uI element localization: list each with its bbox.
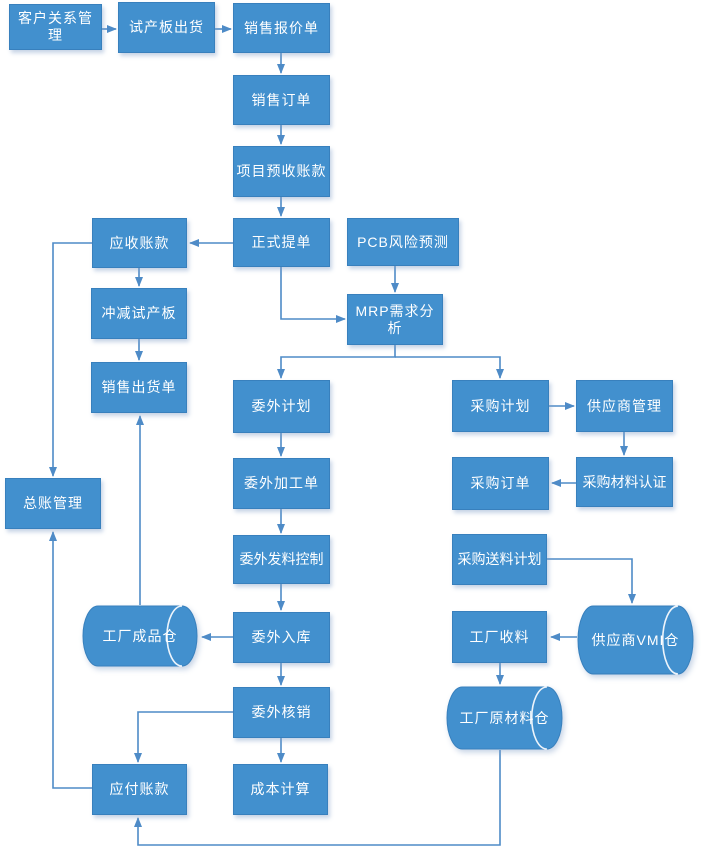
node-sales-order: 销售订单: [233, 75, 330, 125]
node-cost-calculation-label: 成本计算: [250, 781, 311, 798]
node-sales-delivery-note-label: 销售出货单: [101, 379, 177, 396]
node-outsourcing-material-issue-control: 委外发料控制: [233, 535, 330, 584]
node-purchase-delivery-plan: 采购送料计划: [452, 534, 547, 585]
node-mrp-analysis: MRP需求分析: [347, 294, 443, 345]
node-mrp-analysis-label: MRP需求分析: [355, 302, 435, 336]
edge-factory-raw-material-warehouse-to-accounts-payable: [134, 750, 501, 846]
node-general-ledger-label: 总账管理: [23, 495, 83, 512]
node-crm: 客户关系管理: [9, 4, 102, 50]
node-supplier-vmi-warehouse-label: 供应商VMI仓: [591, 631, 680, 648]
node-cost-calculation: 成本计算: [233, 764, 328, 815]
node-accounts-receivable: 应收账款: [92, 218, 187, 268]
node-sales-order-label: 销售订单: [251, 91, 312, 108]
node-factory-finished-goods-warehouse: 工厂成品仓: [82, 605, 198, 667]
node-accounts-payable-label: 应付账款: [109, 781, 170, 798]
edge-purchase-delivery-plan-to-supplier-vmi-warehouse: [547, 558, 636, 604]
node-offset-trial-board: 冲减试产板: [91, 288, 187, 339]
node-outsourcing-plan-label: 委外计划: [251, 398, 312, 415]
node-factory-material-receiving-label: 工厂收料: [469, 628, 530, 645]
node-project-advance-receipt-label: 项目预收账款: [236, 163, 327, 180]
node-supplier-management: 供应商管理: [576, 380, 673, 432]
node-factory-material-receiving: 工厂收料: [452, 611, 547, 663]
edge-mrp-analysis-to-outsourcing-plan: [277, 345, 396, 379]
node-factory-finished-goods-warehouse-label: 工厂成品仓: [102, 627, 178, 644]
node-factory-raw-material-warehouse: 工厂原材料仓: [446, 686, 563, 750]
node-sales-quotation-label: 销售报价单: [244, 19, 319, 36]
node-outsourcing-writeoff-label: 委外核销: [251, 704, 312, 721]
node-purchase-plan-label: 采购计划: [470, 397, 531, 414]
edge-accounts-receivable-to-general-ledger: [49, 242, 92, 477]
node-outsourcing-work-order-label: 委外加工单: [244, 475, 319, 492]
node-outsourcing-work-order: 委外加工单: [233, 458, 330, 509]
node-outsourcing-material-issue-control-label: 委外发料控制: [239, 551, 324, 568]
node-factory-raw-material-warehouse-label: 工厂原材料仓: [459, 709, 550, 726]
node-sales-quotation: 销售报价单: [233, 3, 330, 53]
edge-formal-bill-to-mrp-analysis: [280, 267, 346, 323]
cylinder-shape: [577, 605, 694, 675]
node-supplier-vmi-warehouse: 供应商VMI仓: [577, 605, 694, 675]
node-accounts-receivable-label: 应收账款: [109, 234, 170, 251]
node-purchase-order-label: 采购订单: [470, 475, 531, 492]
node-purchase-material-certification: 采购材料认证: [576, 457, 673, 507]
node-accounts-payable: 应付账款: [92, 764, 187, 815]
node-purchase-delivery-plan-label: 采购送料计划: [457, 551, 542, 568]
node-trial-board-shipping: 试产板出货: [118, 2, 215, 53]
node-supplier-management-label: 供应商管理: [587, 397, 662, 414]
node-purchase-material-certification-label: 采购材料认证: [582, 473, 667, 490]
node-formal-bill-label: 正式提单: [251, 234, 312, 251]
node-crm-label: 客户关系管理: [18, 10, 93, 43]
edge-outsourcing-writeoff-to-accounts-payable: [134, 711, 233, 763]
edge-mrp-analysis-to-purchase-plan: [395, 356, 504, 379]
node-purchase-order: 采购订单: [452, 457, 549, 510]
node-pcb-risk-forecast-label: PCB风险预测: [357, 233, 449, 250]
node-outsourcing-inbound-label: 委外入库: [251, 629, 312, 646]
cylinder-shape: [446, 686, 563, 750]
cylinder-shape: [82, 605, 198, 667]
node-offset-trial-board-label: 冲减试产板: [101, 305, 177, 322]
node-purchase-plan: 采购计划: [452, 380, 549, 432]
node-outsourcing-writeoff: 委外核销: [233, 687, 330, 738]
node-general-ledger: 总账管理: [5, 478, 101, 529]
node-pcb-risk-forecast: PCB风险预测: [347, 218, 459, 266]
edge-accounts-payable-to-general-ledger: [49, 531, 92, 789]
node-project-advance-receipt: 项目预收账款: [233, 146, 330, 197]
node-trial-board-shipping-label: 试产板出货: [129, 19, 204, 36]
node-outsourcing-inbound: 委外入库: [233, 612, 330, 663]
node-outsourcing-plan: 委外计划: [233, 380, 330, 433]
node-formal-bill: 正式提单: [233, 218, 330, 267]
node-sales-delivery-note: 销售出货单: [91, 362, 187, 413]
